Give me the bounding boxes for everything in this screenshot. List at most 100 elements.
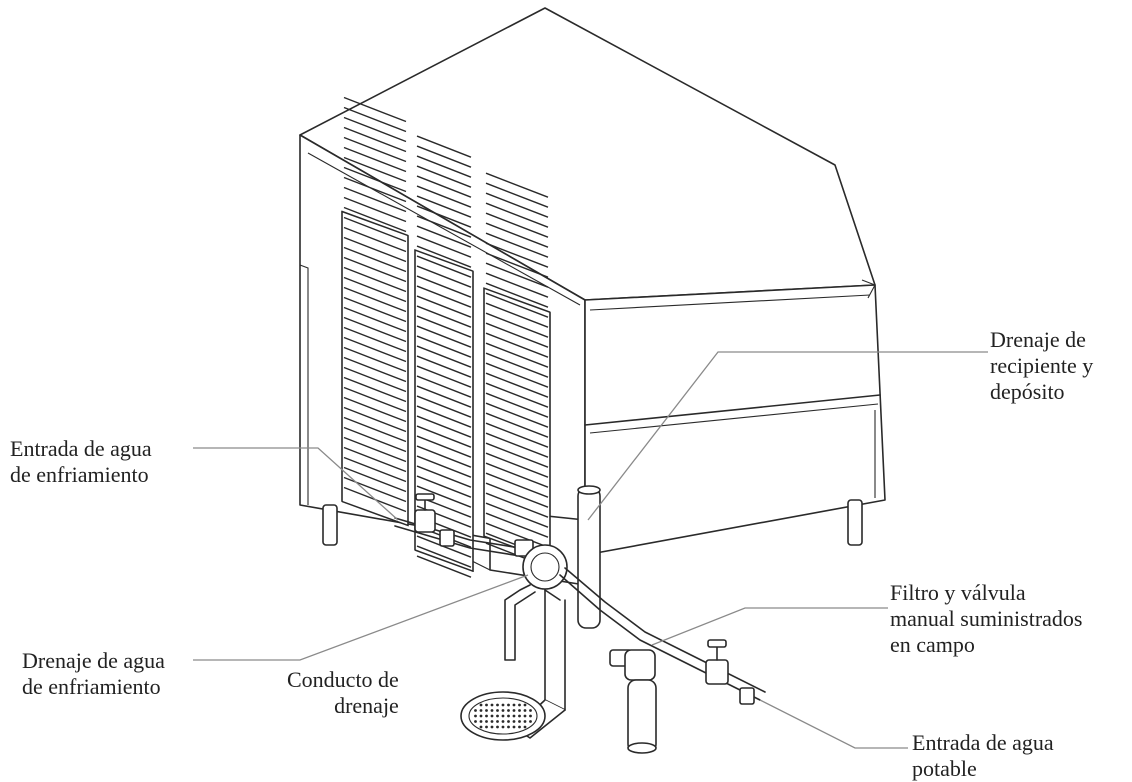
louver-slat xyxy=(416,335,472,358)
louver-slat xyxy=(343,306,407,333)
grate-hole xyxy=(496,725,499,729)
grate-hole xyxy=(501,725,505,729)
louver-slat xyxy=(343,386,407,413)
louver-slat xyxy=(416,195,472,218)
louver-slat xyxy=(343,196,407,223)
louver-slat xyxy=(343,286,407,313)
grate-hole xyxy=(512,714,516,718)
louver-slat xyxy=(343,276,407,303)
label-filter-valve: Filtro y válvula manual suministrados en… xyxy=(890,580,1083,657)
louver-slat xyxy=(416,545,472,568)
louver-slat xyxy=(485,472,549,498)
louver-slat xyxy=(343,186,407,213)
louver-slat xyxy=(485,492,549,518)
louver-panel-left xyxy=(341,210,409,527)
grate-hole xyxy=(507,709,510,712)
louver-slat xyxy=(485,382,549,408)
label-cooling-drain: Drenaje de agua de enfriamiento xyxy=(22,648,165,699)
louver-slat xyxy=(416,295,472,318)
louver-slat xyxy=(343,406,407,433)
louver-slat xyxy=(485,252,549,278)
grate-hole xyxy=(512,725,516,729)
louver-slat xyxy=(416,425,472,448)
grate-hole xyxy=(496,709,499,712)
grate-hole xyxy=(523,714,527,718)
grate-hole xyxy=(485,714,488,718)
grate-hole xyxy=(474,720,477,723)
louver-slat xyxy=(416,155,472,178)
grate-hole xyxy=(518,703,521,707)
louver-slat xyxy=(485,512,549,538)
louver-slat xyxy=(343,416,407,443)
grate-hole xyxy=(485,703,488,707)
louver-slat xyxy=(416,445,472,468)
louver-slat xyxy=(343,146,407,173)
floor-drain-grate xyxy=(460,691,546,741)
filter-assembly xyxy=(609,639,755,754)
grate-hole xyxy=(479,703,483,707)
louver-slat xyxy=(416,485,472,508)
louver-slat xyxy=(485,402,549,428)
louver-slat xyxy=(343,436,407,463)
louver-slat xyxy=(416,315,472,338)
louver-slat xyxy=(343,396,407,423)
louver-slat xyxy=(485,172,549,198)
louver-slat xyxy=(343,136,407,163)
louver-slat xyxy=(416,405,472,428)
grate-hole xyxy=(496,703,499,707)
grate-hole xyxy=(512,703,516,707)
louver-slat xyxy=(343,266,407,293)
louver-slat xyxy=(485,412,549,438)
louver-slat xyxy=(343,116,407,143)
louver-slat xyxy=(485,482,549,508)
louver-slat xyxy=(485,242,549,268)
grate-hole xyxy=(474,709,477,712)
louver-slat xyxy=(416,265,472,288)
louver-slat xyxy=(343,216,407,243)
louver-slat xyxy=(416,415,472,438)
louver-slat xyxy=(343,96,407,123)
grate-hole xyxy=(485,720,488,723)
grate-hole xyxy=(523,720,527,723)
grate-hole xyxy=(507,720,510,723)
louver-slat xyxy=(343,316,407,343)
louver-slat xyxy=(343,326,407,353)
label-bin-drain: Drenaje de recipiente y depósito xyxy=(990,327,1094,404)
louver-slat xyxy=(416,165,472,188)
louver-slat xyxy=(416,375,472,398)
louver-slat xyxy=(416,215,472,238)
louver-slat xyxy=(416,175,472,198)
louver-slat xyxy=(343,156,407,183)
louver-slat xyxy=(343,226,407,253)
grate-hole xyxy=(479,709,483,712)
louver-slat xyxy=(416,135,472,158)
grate-hole xyxy=(529,720,532,723)
legs xyxy=(322,499,863,546)
louver-slat xyxy=(485,422,549,448)
grate-hole xyxy=(529,709,532,712)
louver-slat xyxy=(343,446,407,473)
louver-slat xyxy=(416,555,472,578)
louver-slat xyxy=(416,185,472,208)
louver-slat xyxy=(416,475,472,498)
grate-hole xyxy=(523,709,527,712)
louver-slat xyxy=(485,462,549,488)
louver-slat xyxy=(416,285,472,308)
louver-slat xyxy=(343,246,407,273)
grate-hole xyxy=(479,714,483,718)
grate-hole xyxy=(479,720,483,723)
louver-slat xyxy=(485,342,549,368)
grate-hole xyxy=(490,725,494,729)
louver-slat xyxy=(416,455,472,478)
louver-slat xyxy=(343,166,407,193)
grate-hole xyxy=(512,709,516,712)
louver-slat xyxy=(416,465,472,488)
louver-slat xyxy=(343,256,407,283)
grate-hole xyxy=(518,725,521,729)
louver-slat xyxy=(485,282,549,308)
louver-slat xyxy=(343,236,407,263)
louver-slat xyxy=(416,235,472,258)
louver-slat xyxy=(343,106,407,133)
